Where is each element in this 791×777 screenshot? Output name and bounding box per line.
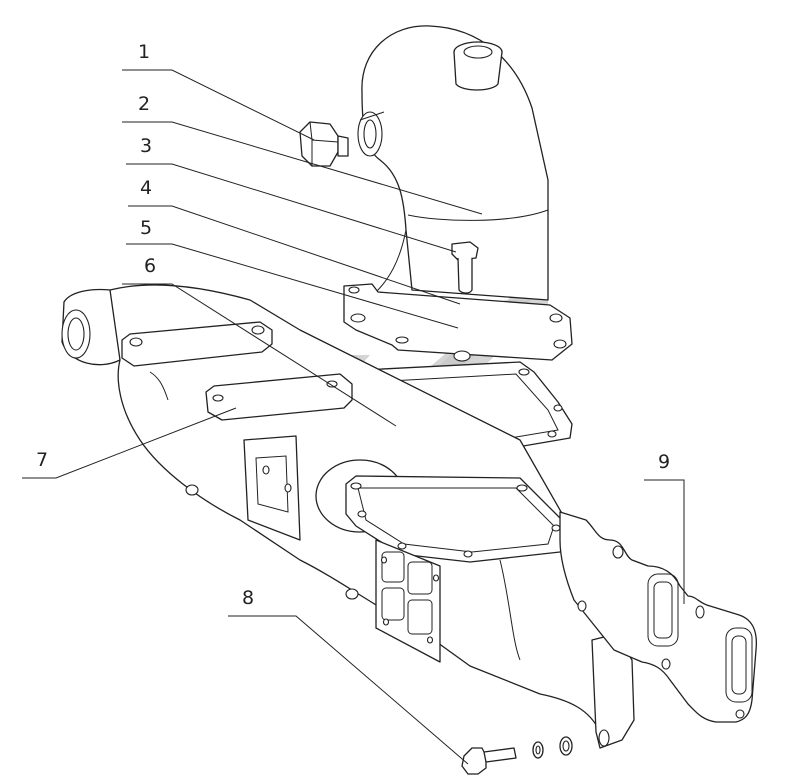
leader-lines bbox=[22, 69, 685, 765]
part-1-hex-plug bbox=[299, 121, 349, 167]
part-7-exhaust-manifold bbox=[61, 284, 635, 749]
callout-9: 9 bbox=[658, 451, 670, 473]
part-8-bolt-and-washers bbox=[461, 736, 573, 775]
callout-7: 7 bbox=[36, 449, 48, 471]
callout-4: 4 bbox=[140, 177, 152, 199]
part-3-bolt bbox=[451, 241, 479, 294]
callout-6: 6 bbox=[144, 255, 156, 277]
callout-2: 2 bbox=[138, 93, 150, 115]
callout-5: 5 bbox=[140, 217, 152, 239]
part-2-elbow-outlet bbox=[357, 25, 549, 301]
elbow-flange-plate bbox=[343, 283, 573, 362]
callout-1: 1 bbox=[138, 41, 150, 63]
callout-8: 8 bbox=[242, 587, 254, 609]
callout-3: 3 bbox=[140, 135, 152, 157]
part-9-manifold-gasket bbox=[559, 511, 758, 723]
callout-labels: 1 2 3 4 5 6 7 8 9 bbox=[36, 41, 670, 609]
